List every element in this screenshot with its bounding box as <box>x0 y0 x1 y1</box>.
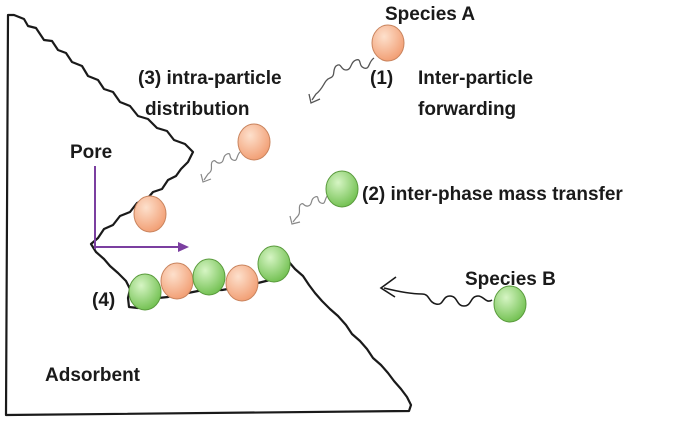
species-b-molecule-interphase <box>325 170 359 208</box>
trail-species-b-incoming <box>379 276 493 307</box>
label-step3-line1: (3) intra-particle <box>138 68 282 89</box>
adsorbent-outline <box>4 13 413 417</box>
trail-species-b-interphase <box>289 194 329 225</box>
adsorbed-species-a-2 <box>225 264 259 302</box>
label-step4: (4) <box>92 290 115 311</box>
trail-species-a-interparticle <box>308 57 375 104</box>
adsorbed-species-b-1 <box>128 273 162 311</box>
adsorbed-species-b-3 <box>257 245 291 283</box>
label-step1-line2: forwarding <box>418 99 516 120</box>
species-b-molecule <box>493 285 527 323</box>
label-adsorbent: Adsorbent <box>45 365 141 386</box>
label-species-a: Species A <box>385 4 475 25</box>
label-pore: Pore <box>70 142 112 163</box>
species-a-molecule-in-pore <box>133 195 167 233</box>
trail-species-a-intraparticle <box>200 151 241 183</box>
label-step2: (2) inter-phase mass transfer <box>362 184 623 205</box>
pore-axis-arrowhead <box>178 242 189 252</box>
label-step1-line1: Inter-particle <box>418 68 533 89</box>
adsorbed-species-b-2 <box>192 258 226 296</box>
adsorbed-molecule-layer <box>128 245 291 311</box>
label-step1-number: (1) <box>370 68 393 89</box>
label-step3-line2: distribution <box>145 99 249 120</box>
adsorbed-species-a-1 <box>160 262 194 300</box>
species-a-molecule <box>371 24 405 62</box>
label-species-b: Species B <box>465 269 556 290</box>
species-a-molecule-intraparticle <box>237 123 271 161</box>
